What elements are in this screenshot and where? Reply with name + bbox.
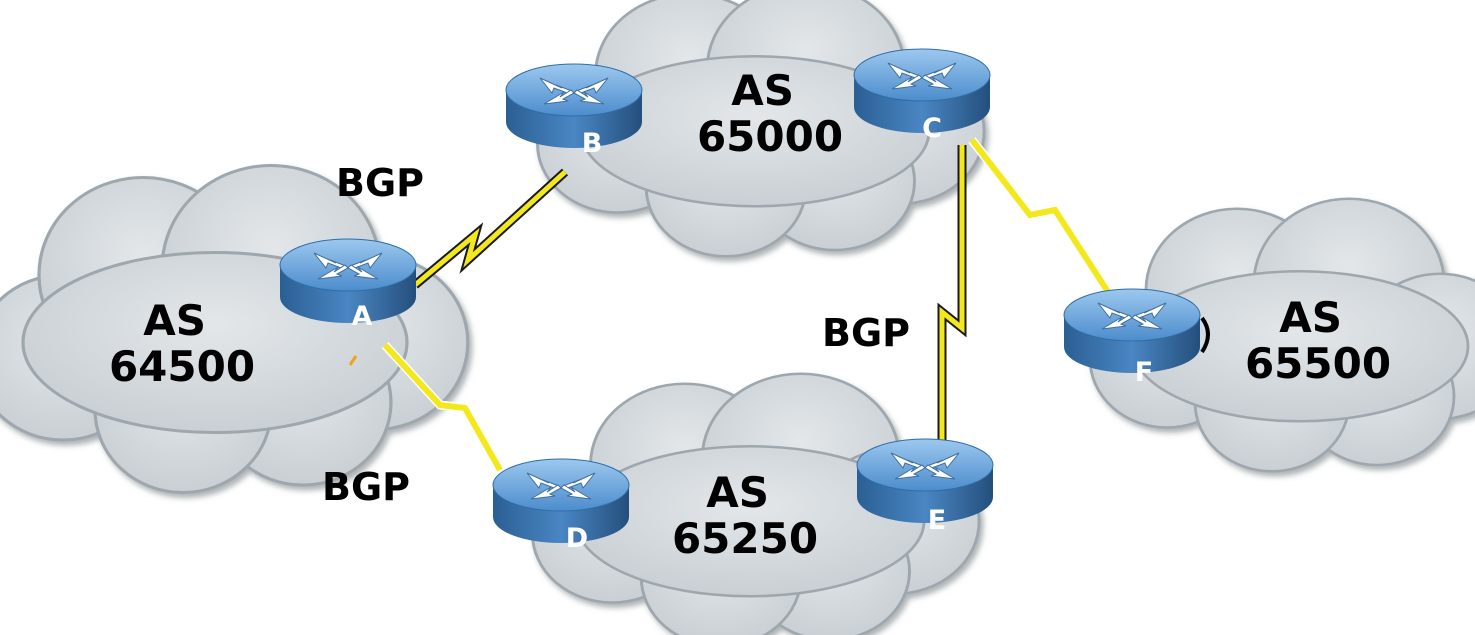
link-c-f <box>968 137 1114 298</box>
as65000-label: AS 65000 <box>697 66 843 161</box>
cloud-edge-mark <box>1200 316 1210 354</box>
router-a-label: A <box>352 301 373 332</box>
as65500-label: AS 65500 <box>1245 293 1391 388</box>
as64500-label: AS 64500 <box>109 296 255 391</box>
router-icon <box>856 438 994 523</box>
router-icon <box>492 458 630 543</box>
router-d[interactable]: D <box>492 458 630 554</box>
router-b-label: B <box>582 128 603 159</box>
router-e-label: E <box>928 505 946 536</box>
router-f[interactable]: F <box>1063 288 1201 388</box>
router-icon <box>505 63 643 148</box>
bgp-label-a-d: BGP <box>322 465 410 509</box>
router-icon <box>279 238 417 323</box>
link-a-d <box>381 341 504 473</box>
as65250-label: AS 65250 <box>672 468 818 563</box>
router-c-label: C <box>922 113 942 144</box>
link-c-e <box>937 145 967 450</box>
small-dash-mark <box>348 355 358 366</box>
bgp-label-c-e: BGP <box>822 311 910 355</box>
router-b[interactable]: B <box>505 63 643 159</box>
link-a-b <box>412 168 569 289</box>
router-e[interactable]: E <box>856 438 994 536</box>
router-f-label: F <box>1135 357 1153 388</box>
router-icon <box>1063 288 1201 373</box>
bgp-label-a-b: BGP <box>336 161 424 205</box>
router-icon <box>853 48 991 133</box>
router-a[interactable]: A <box>279 238 417 332</box>
cloud-as64500 <box>0 163 470 495</box>
router-d-label: D <box>566 523 588 554</box>
router-c[interactable]: C <box>853 48 991 144</box>
